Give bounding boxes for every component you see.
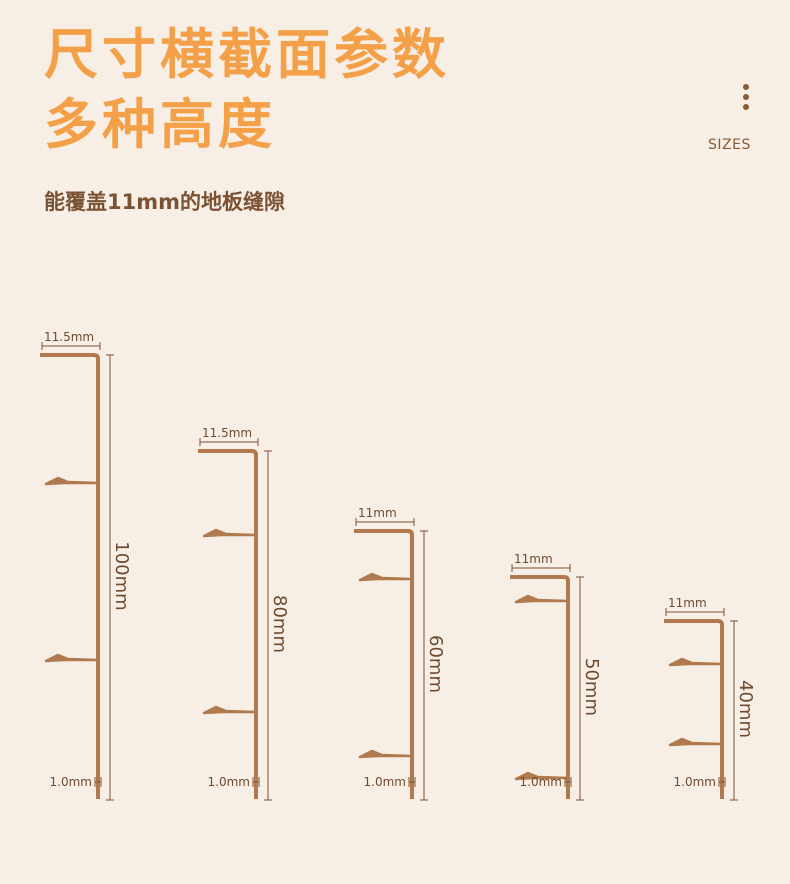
profile-rib — [202, 528, 258, 538]
profile-body — [664, 619, 724, 799]
profile-rib — [358, 572, 414, 582]
profile-body — [40, 353, 100, 799]
height-label: 60mm — [425, 635, 446, 693]
title-line-2: 多种高度 — [44, 93, 276, 156]
subtitle: 能覆盖11mm的地板缝隙 — [44, 190, 285, 214]
profile-rib — [668, 657, 724, 667]
width-label: 11.5mm — [44, 330, 94, 344]
title-line-1: 尺寸横截面参数 — [44, 23, 450, 86]
height-label: 50mm — [581, 658, 602, 716]
profile-body — [198, 449, 258, 799]
width-label: 11.5mm — [202, 426, 252, 440]
thickness-label: 1.0mm — [208, 775, 250, 789]
height-label: 100mm — [111, 541, 132, 610]
width-label: 11mm — [668, 596, 707, 610]
thickness-label: 1.0mm — [520, 775, 562, 789]
profile-40mm: 11mm 40mm 1.0mm — [664, 596, 756, 801]
vertical-dots-icon — [741, 84, 751, 114]
profile-rib — [44, 476, 100, 486]
profile-rib — [514, 594, 570, 604]
profile-80mm: 11.5mm 80mm 1.0mm — [198, 426, 290, 801]
profile-60mm: 11mm 60mm 1.0mm — [354, 506, 446, 801]
profile-50mm: 11mm 50mm 1.0mm — [510, 552, 602, 801]
height-label: 40mm — [735, 680, 756, 738]
profile-rib — [358, 749, 414, 759]
thickness-label: 1.0mm — [364, 775, 406, 789]
height-label: 80mm — [269, 595, 290, 653]
width-label: 11mm — [358, 506, 397, 520]
thickness-label: 1.0mm — [674, 775, 716, 789]
thickness-label: 1.0mm — [50, 775, 92, 789]
profile-body — [354, 529, 414, 799]
profile-rib — [668, 737, 724, 747]
profile-rib — [514, 771, 570, 781]
sizes-label: SIZES — [708, 137, 751, 153]
profile-body — [510, 575, 570, 799]
profile-rib — [44, 653, 100, 663]
profile-100mm: 11.5mm 100mm 1.0mm — [40, 330, 132, 801]
profile-rib — [202, 705, 258, 715]
width-label: 11mm — [514, 552, 553, 566]
